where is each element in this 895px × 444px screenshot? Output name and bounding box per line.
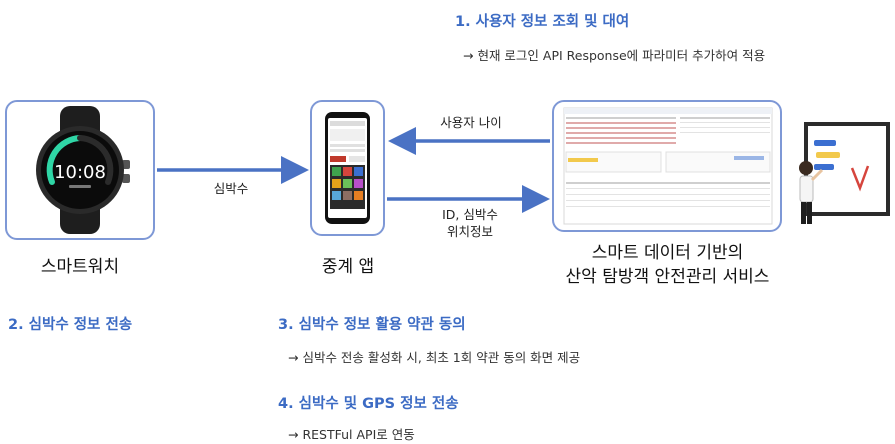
- service-label: 스마트 데이터 기반의 산악 탐방객 안전관리 서비스: [540, 241, 795, 289]
- smartwatch-label: 스마트워치: [40, 257, 120, 277]
- step-1-detail: → 현재 로그인 API Response에 파라미터 추가하여 적용: [463, 48, 766, 63]
- step-4-title: 4. 심박수 및 GPS 정보 전송: [278, 396, 459, 412]
- arrow-label-user-age: 사용자 나이: [440, 115, 502, 130]
- step-2-title: 2. 심박수 정보 전송: [8, 317, 133, 333]
- service-label-line2: 산악 탐방객 안전관리 서비스: [565, 267, 770, 287]
- service-box: [552, 100, 782, 232]
- step-3-title: 3. 심박수 정보 활용 약관 동의: [278, 317, 466, 333]
- phone-icon: [325, 112, 370, 224]
- step-4-detail: → RESTFul API로 연동: [288, 427, 415, 442]
- arrow-label-id-heartrate: ID, 심박수: [442, 207, 498, 222]
- step-1-title: 1. 사용자 정보 조회 및 대여: [455, 14, 630, 30]
- arrow-label-heartrate: 심박수: [213, 181, 249, 196]
- service-label-line1: 스마트 데이터 기반의: [591, 243, 744, 263]
- relay-app-box: [310, 100, 385, 236]
- arrow-label-id-location: ID, 심박수 위치정보: [410, 206, 530, 240]
- svg-text:10:08: 10:08: [54, 162, 106, 183]
- presenter-illustration: [799, 122, 890, 224]
- smartwatch-box: 10:08: [5, 100, 155, 240]
- step-3-detail: → 심박수 전송 활성화 시, 최초 1회 약관 동의 화면 제공: [288, 350, 581, 365]
- dashboard-screenshot-icon: [563, 107, 773, 225]
- arrow-label-location: 위치정보: [446, 224, 493, 239]
- smartwatch-icon: 10:08: [36, 106, 130, 234]
- relay-app-label: 중계 앱: [321, 257, 375, 277]
